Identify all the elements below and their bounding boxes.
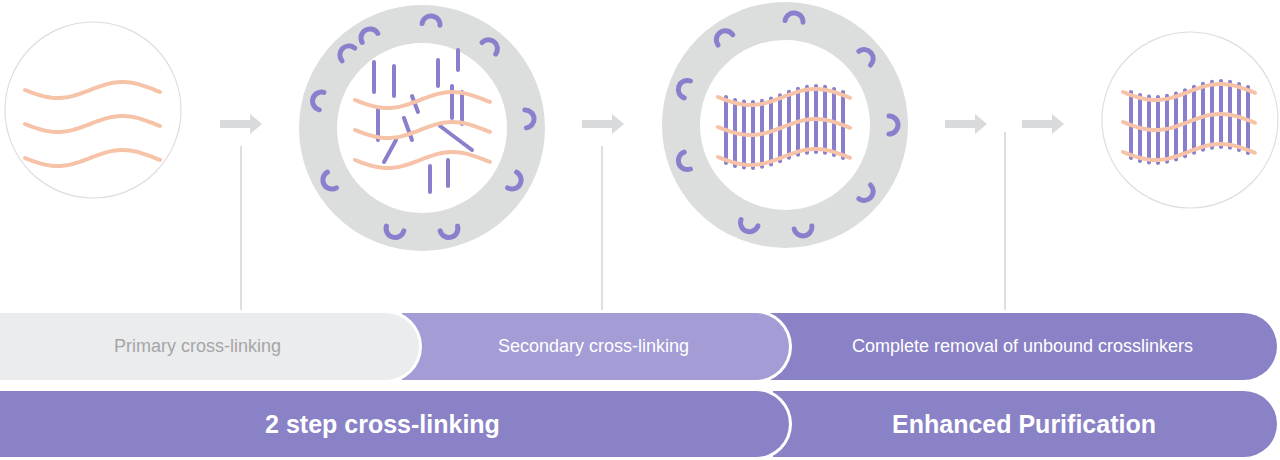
reaction-ring xyxy=(318,24,526,232)
crosslinker-arc xyxy=(313,92,324,110)
crosslinker-arc xyxy=(422,16,440,25)
step-arrows xyxy=(220,114,1064,134)
collagen-strand xyxy=(355,152,490,168)
crosslinker-arc xyxy=(740,220,757,232)
crosslinker-arc xyxy=(716,31,732,45)
crosslinker-arc xyxy=(794,226,812,236)
collagen-strand xyxy=(718,149,850,165)
collagen-strand xyxy=(718,89,850,105)
collagen-strand xyxy=(1123,84,1255,100)
crosslinker-arc xyxy=(859,185,873,200)
crosslinker-arc xyxy=(361,29,378,42)
collagen-strand xyxy=(355,92,490,108)
crosslinker-arc xyxy=(440,226,458,237)
collagen-strand xyxy=(1123,144,1255,160)
reaction-ring xyxy=(681,21,889,229)
crosslinker-rods xyxy=(374,50,1248,192)
stage-bar: Complete removal of unbound crosslinkers xyxy=(770,310,1280,383)
crosslinker-arc xyxy=(859,50,873,65)
crosslinker-arc xyxy=(482,40,497,54)
stage-bar: Primary cross-linking xyxy=(0,310,422,383)
collagen-strand xyxy=(25,116,160,132)
crosslinker-arc xyxy=(340,46,355,61)
collagen-strand xyxy=(355,122,490,138)
collagen-strand xyxy=(1123,114,1255,130)
stage-bar: Secondary cross-linking xyxy=(402,310,792,383)
crosslinker-arc xyxy=(889,116,898,134)
unbound-crosslinkers xyxy=(313,13,898,238)
collagen-strand xyxy=(25,150,160,166)
bar-label: Enhanced Purification xyxy=(892,410,1156,439)
collagen-circle xyxy=(5,22,181,198)
bar-label: Secondary cross-linking xyxy=(498,336,689,357)
crosslinker-arc xyxy=(678,152,690,169)
bar-label: 2 step cross-linking xyxy=(265,410,500,439)
phase-bar: 2 step cross-linking xyxy=(0,388,792,460)
bar-label: Primary cross-linking xyxy=(114,336,281,357)
crosslinker-arc xyxy=(508,172,522,189)
crosslinker-arc xyxy=(785,13,803,22)
crosslinker-arc xyxy=(678,80,690,97)
crosslinker-arc xyxy=(386,226,404,237)
bar-label: Complete removal of unbound crosslinkers xyxy=(852,336,1193,357)
crosslinker-arc xyxy=(323,172,336,189)
collagen-strands xyxy=(25,82,1255,168)
phase-bar: Enhanced Purification xyxy=(773,388,1280,460)
crosslinker-arc xyxy=(525,110,534,128)
collagen-strand xyxy=(718,119,850,135)
purified-circle xyxy=(1102,32,1278,208)
collagen-strand xyxy=(25,82,160,98)
